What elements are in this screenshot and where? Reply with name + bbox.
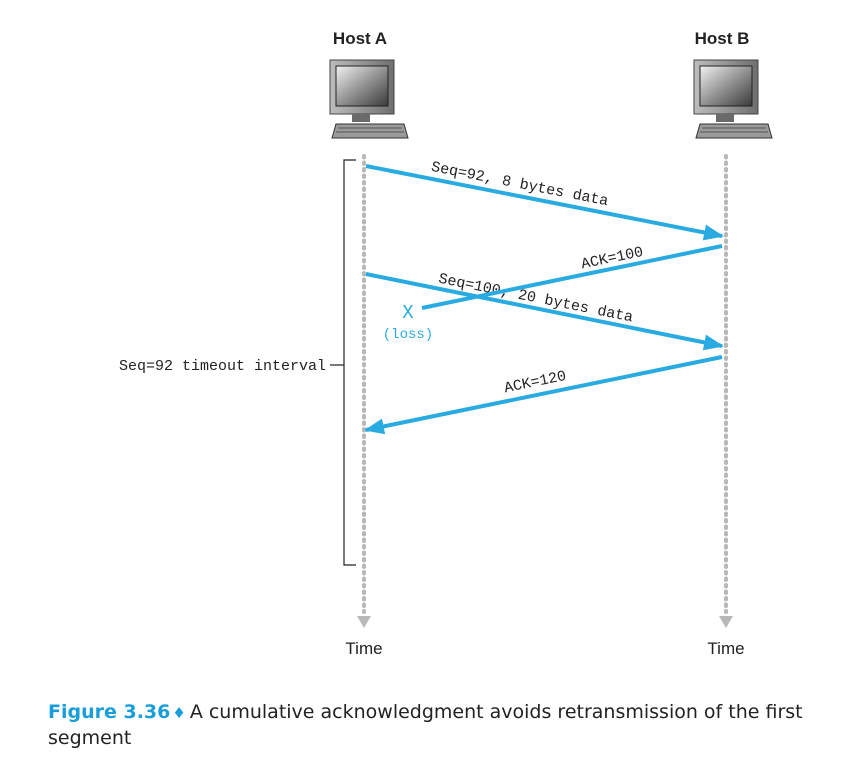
seq100-arrow xyxy=(365,272,724,351)
seq92-arrow xyxy=(365,164,724,241)
loss-x-mark: X xyxy=(402,302,414,324)
host-a-label: Host A xyxy=(333,29,387,48)
loss-label: (loss) xyxy=(383,327,433,343)
host-a-time-arrowhead xyxy=(357,616,371,628)
host-b-time-label: Time xyxy=(707,639,744,658)
host-b-label: Host B xyxy=(695,29,750,48)
timeout-interval-label: Seq=92 timeout interval xyxy=(119,358,326,375)
computer-icon xyxy=(693,59,773,139)
figure-number: Figure 3.36 xyxy=(48,701,171,723)
host-a-time-label: Time xyxy=(345,639,382,658)
tcp-sequence-diagram: Host A Host B Time Time Seq=92 timeout i… xyxy=(119,29,773,658)
diamond-icon: ♦ xyxy=(172,704,186,722)
host-b-time-arrowhead xyxy=(719,616,733,628)
figure-caption: Figure 3.36♦A cumulative acknowledgment … xyxy=(48,700,828,751)
ack100-arrow xyxy=(421,244,723,310)
computer-icon xyxy=(329,59,409,139)
ack120-label: ACK=120 xyxy=(503,368,568,397)
timeout-bracket xyxy=(343,159,356,566)
ack120-arrow xyxy=(364,355,723,435)
caption-text: A cumulative acknowledgment avoids retra… xyxy=(48,701,803,749)
